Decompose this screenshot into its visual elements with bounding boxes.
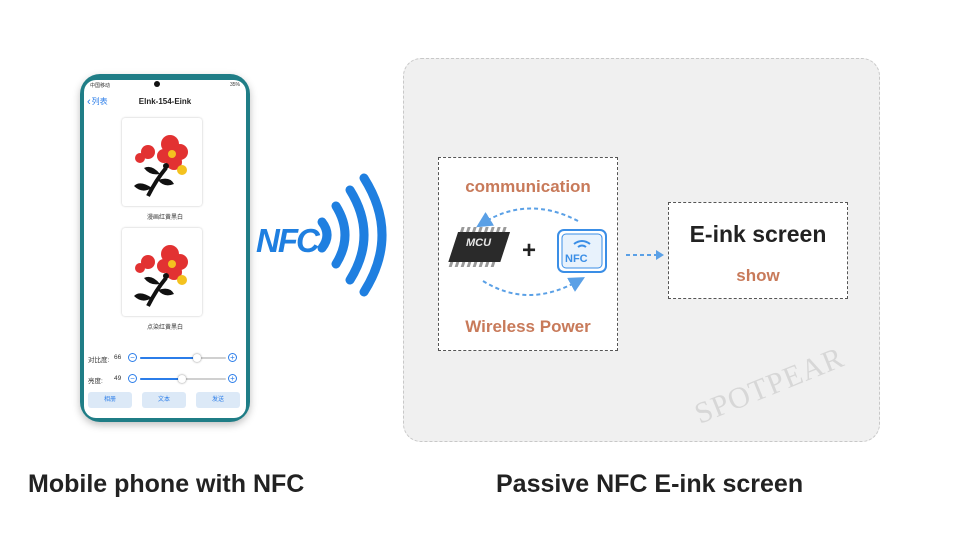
brightness-minus-button[interactable]: − <box>128 374 137 383</box>
action-buttons: 相册 文本 发送 <box>88 392 242 408</box>
image-caption-1: 漫画红黄黑白 <box>146 215 183 221</box>
image-caption-2: 点染红黄黑白 <box>146 325 183 331</box>
phone-screen: 中国移动 35% ‹ 列表 Elnk-154-Eink 漫画红黄黑白 <box>84 80 246 418</box>
album-button[interactable]: 相册 <box>88 392 132 408</box>
cycle-arrows-icon <box>476 207 585 296</box>
eink-screen-title: E-ink screen <box>689 221 827 247</box>
status-bar: 中国移动 35% <box>84 80 246 90</box>
contrast-minus-button[interactable]: − <box>128 353 137 362</box>
mcu-chip-icon <box>448 227 511 267</box>
arrow-right-icon <box>626 250 664 260</box>
eink-screen-box <box>668 202 848 299</box>
caption-passive-screen: Passive NFC E-ink screen <box>496 470 804 498</box>
contrast-plus-button[interactable]: + <box>228 353 237 362</box>
status-carrier: 中国移动 <box>90 83 111 89</box>
back-label: 列表 <box>91 97 108 106</box>
text-button[interactable]: 文本 <box>142 392 186 408</box>
plus-sign: + <box>522 237 537 264</box>
contrast-label: 对比度: <box>88 357 110 364</box>
contrast-slider-thumb[interactable] <box>192 354 201 362</box>
brightness-slider-row: 亮度: 49 − + <box>88 373 238 385</box>
brightness-plus-button[interactable]: + <box>228 374 237 383</box>
page-title: Elnk-154-Eink <box>138 97 192 106</box>
communication-label: communication <box>465 177 591 196</box>
brightness-label: 亮度: <box>88 378 103 385</box>
nfc-chip-icon <box>557 229 607 273</box>
mcu-chip-label: MCU <box>466 237 492 249</box>
contrast-slider-row: 对比度: 66 − + <box>88 352 238 364</box>
contrast-slider[interactable] <box>140 354 226 362</box>
contrast-slider-fill <box>140 357 197 359</box>
brightness-slider-thumb[interactable] <box>178 375 187 383</box>
nfc-logo-text: NFC <box>256 222 320 259</box>
app-nav-bar: ‹ 列表 Elnk-154-Eink <box>84 92 246 112</box>
brightness-value: 49 <box>114 375 122 382</box>
nfc-waves-icon <box>317 173 387 297</box>
send-button[interactable]: 发送 <box>196 392 240 408</box>
nfc-chip-label: NFC <box>565 253 588 265</box>
eink-show-label: show <box>736 266 780 285</box>
contrast-value: 66 <box>114 354 122 361</box>
chevron-left-icon: ‹ <box>87 95 91 108</box>
back-button[interactable]: ‹ 列表 <box>87 96 108 107</box>
flower-image-1[interactable] <box>122 118 202 206</box>
brightness-slider-fill <box>140 378 183 380</box>
flower-illustration-icon <box>134 135 188 197</box>
flower-image-2[interactable] <box>122 228 202 316</box>
battery-level: 35% <box>229 82 240 88</box>
flower-illustration-icon <box>134 245 188 307</box>
wireless-power-label: Wireless Power <box>465 317 591 336</box>
caption-mobile-phone: Mobile phone with NFC <box>28 470 305 498</box>
brightness-slider[interactable] <box>140 375 226 383</box>
camera-notch <box>154 81 160 87</box>
